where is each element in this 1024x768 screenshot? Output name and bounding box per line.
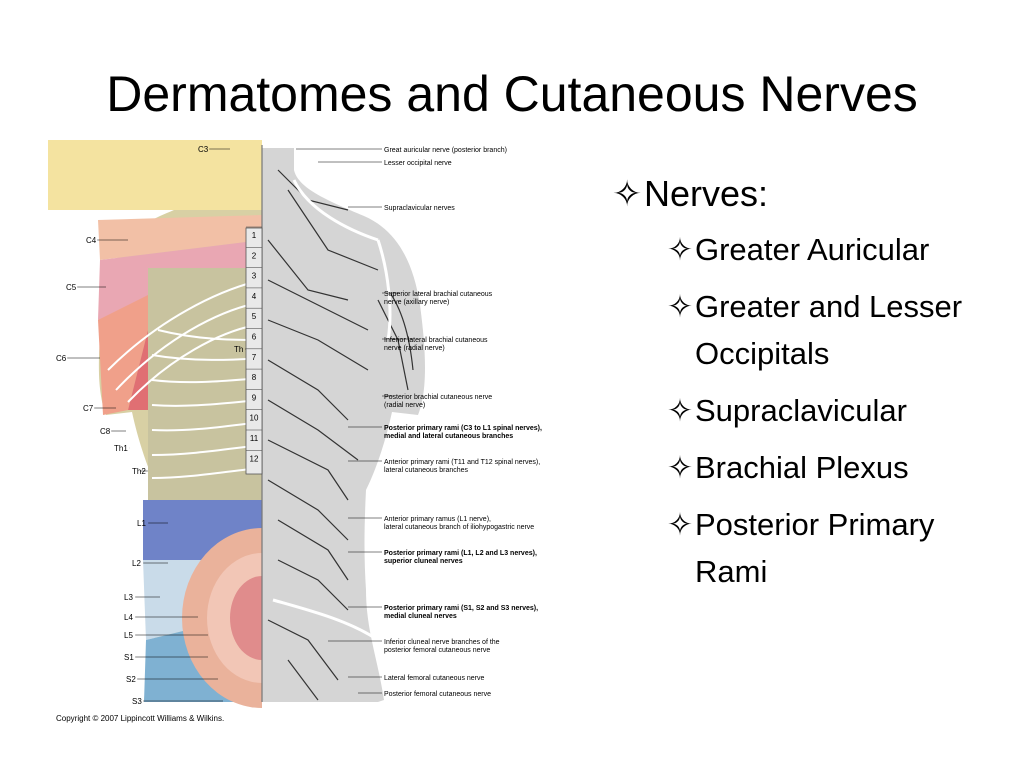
dermatome-label: C4 [86,236,97,245]
dermatome-label: L4 [124,613,133,622]
nerve-label: nerve (radial nerve) [384,345,445,352]
segment-number: 7 [252,353,257,362]
star-bullet-icon: ✧ [667,450,693,485]
bullet-item: ✧ Posterior Primary Rami [667,501,1012,595]
nerve-label: Superior lateral brachial cutaneous [384,291,493,298]
dermatome-label: L5 [124,631,133,640]
dermatome-label: L2 [132,559,141,568]
star-bullet-icon: ✧ [667,393,693,428]
segment-number: 6 [252,333,257,342]
dermatome-label: Th [234,345,243,354]
cutaneous-nerve-half [262,148,425,702]
segment-number: 4 [252,292,257,301]
nerve-label: Anterior primary ramus (L1 nerve), [384,516,491,523]
dermatome-label: S2 [126,675,136,684]
segment-number: 1 [252,231,257,240]
nerve-label: Anterior primary rami (T11 and T12 spina… [384,459,540,466]
nerve-label: superior cluneal nerves [384,558,463,565]
segment-number: 8 [252,373,257,382]
star-bullet-icon: ✧ [667,289,693,324]
nerve-label: lateral cutaneous branches [384,467,469,474]
nerve-label: (radial nerve) [384,402,425,409]
nerve-label: Posterior primary rami (S1, S2 and S3 ne… [384,605,538,612]
segment-number: 3 [252,272,257,281]
dermatome-label: S3 [132,697,142,706]
dermatome-label: L1 [137,519,146,528]
segment-number: 9 [252,393,257,402]
nerve-label: Inferior lateral brachial cutaneous [384,337,488,344]
segment-number: 2 [252,251,257,260]
star-bullet-icon: ✧ [667,507,693,542]
dermatome-label: C3 [198,145,209,154]
segment-number: 12 [250,454,259,463]
dermatome-label: S1 [124,653,134,662]
bullet-item: ✧ Greater Auricular [667,226,1012,273]
nerve-label: Posterior primary rami (C3 to L1 spinal … [384,425,542,432]
slide-title: Dermatomes and Cutaneous Nerves [106,66,918,122]
nerve-label: medial cluneal nerves [384,613,457,620]
star-bullet-icon: ✧ [667,232,693,267]
dermatome-label: L3 [124,593,133,602]
dermatome-label: C7 [83,404,94,413]
bullet-item: ✧ Greater and Lesser Occipitals [667,283,1012,377]
star-bullet-icon: ✧ [612,173,643,214]
dermatome-label: C6 [56,354,67,363]
nerve-label: Posterior brachial cutaneous nerve [384,394,492,401]
nerve-label: nerve (axillary nerve) [384,299,449,306]
nerve-label: Lesser occipital nerve [384,160,452,167]
nerve-label: medial and lateral cutaneous branches [384,433,513,440]
nerve-label: posterior femoral cutaneous nerve [384,647,490,654]
nerve-label: Great auricular nerve (posterior branch) [384,147,507,154]
nerve-label: lateral cutaneous branch of iliohypogast… [384,524,534,531]
dermatome-label: Th1 [114,444,128,453]
nerve-label: Lateral femoral cutaneous nerve [384,675,484,682]
dermatome-label: C8 [100,427,111,436]
segment-number: 10 [250,414,259,423]
bullet-item: ✧ Supraclavicular [667,387,1012,434]
dermatome-label: Th2 [132,467,146,476]
bullet-item: ✧ Brachial Plexus [667,444,1012,491]
dermatome-label: C5 [66,283,77,292]
nerve-label: Posterior femoral cutaneous nerve [384,691,491,698]
segment-number: 5 [252,312,257,321]
nerve-label: Posterior primary rami (L1, L2 and L3 ne… [384,550,537,557]
bullet-heading: ✧ Nerves: [612,173,769,214]
nerve-label: Inferior cluneal nerve branches of the [384,639,500,646]
bullet-list: ✧ Nerves: ✧ Greater Auricular ✧ Greater … [612,172,1012,605]
segment-number: 11 [250,434,259,443]
nerve-label: Supraclavicular nerves [384,205,455,212]
copyright-notice: Copyright © 2007 Lippincott Williams & W… [56,714,225,723]
